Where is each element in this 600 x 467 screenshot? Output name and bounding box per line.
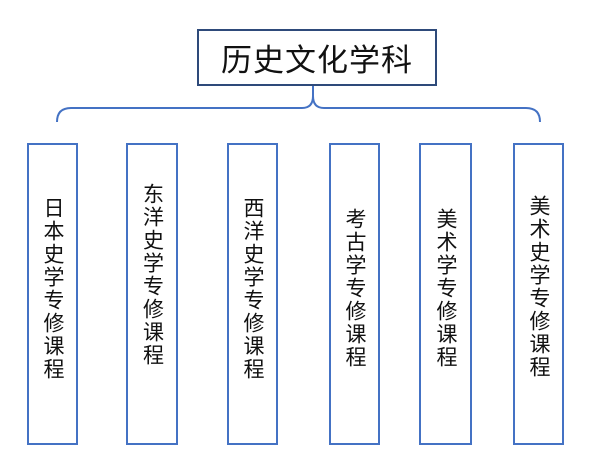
- branch-japanese-history: 日本史学专修课程: [27, 143, 78, 445]
- title-box: 历史文化学科: [197, 29, 437, 86]
- branch-fine-arts: 美术学专修课程: [419, 143, 472, 445]
- branch-oriental-history: 东洋史学专修课程: [126, 143, 178, 445]
- branch-western-history: 西洋史学专修课程: [227, 143, 278, 445]
- bracket-line: [56, 95, 541, 123]
- branch-label: 西洋史学专修课程: [241, 197, 265, 381]
- branch-label: 东洋史学专修课程: [140, 183, 165, 367]
- branch-label: 日本史学专修课程: [41, 197, 65, 381]
- branch-label: 考古学专修课程: [343, 208, 367, 369]
- branch-label: 美术学专修课程: [434, 208, 458, 369]
- branch-label: 美术史学专修课程: [527, 195, 551, 379]
- branch-art-history: 美术史学专修课程: [513, 143, 564, 445]
- branch-archaeology: 考古学专修课程: [329, 143, 380, 445]
- diagram-title: 历史文化学科: [221, 43, 413, 79]
